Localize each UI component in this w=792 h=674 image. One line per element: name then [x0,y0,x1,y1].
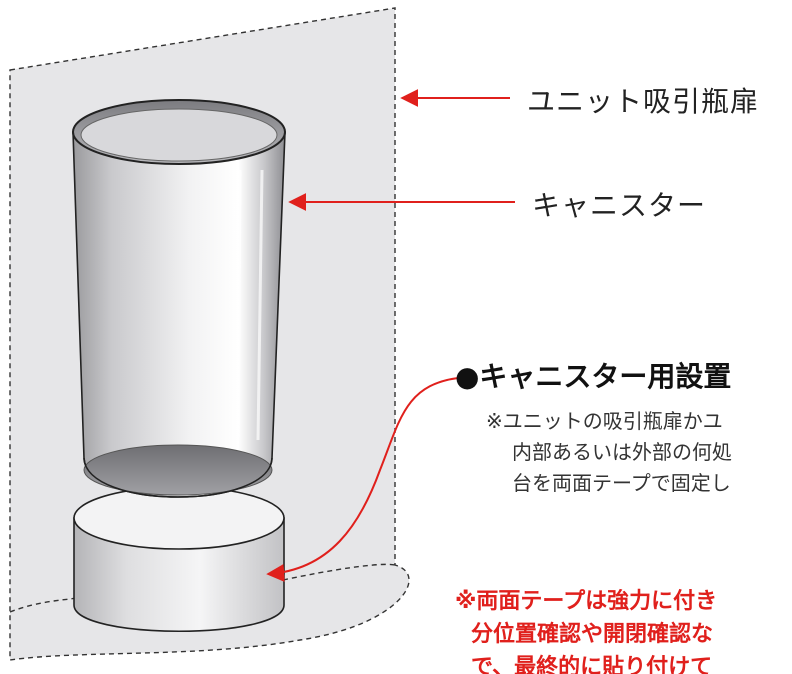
stand-arrow [266,377,459,582]
warning-line: 分位置確認や開閉確認な [471,622,714,647]
canister-label: キャニスター [532,189,707,222]
canister [72,99,286,498]
note-line: 内部あるいは外部の何処 [512,440,732,464]
warning-line: ※両面テープは強力に付き [455,589,718,614]
door-label: ユニット吸引瓶扉 [527,85,760,118]
warning-note: ※両面テープは強力に付き 分位置確認や開閉確認な で、最終的に貼り付けて [455,585,792,674]
canister-stand [73,486,285,632]
stand-note: ※ユニットの吸引瓶扉かユ 内部あるいは外部の何処 台を両面テープで固定し [486,406,792,499]
note-line: 台を両面テープで固定し [512,471,731,495]
stand-heading: ●キャニスター用設置 [455,360,732,393]
base-outline [9,597,76,613]
warning-line: で、最終的に貼り付けて [471,655,713,674]
note-line: ※ユニットの吸引瓶扉かユ [486,409,723,433]
